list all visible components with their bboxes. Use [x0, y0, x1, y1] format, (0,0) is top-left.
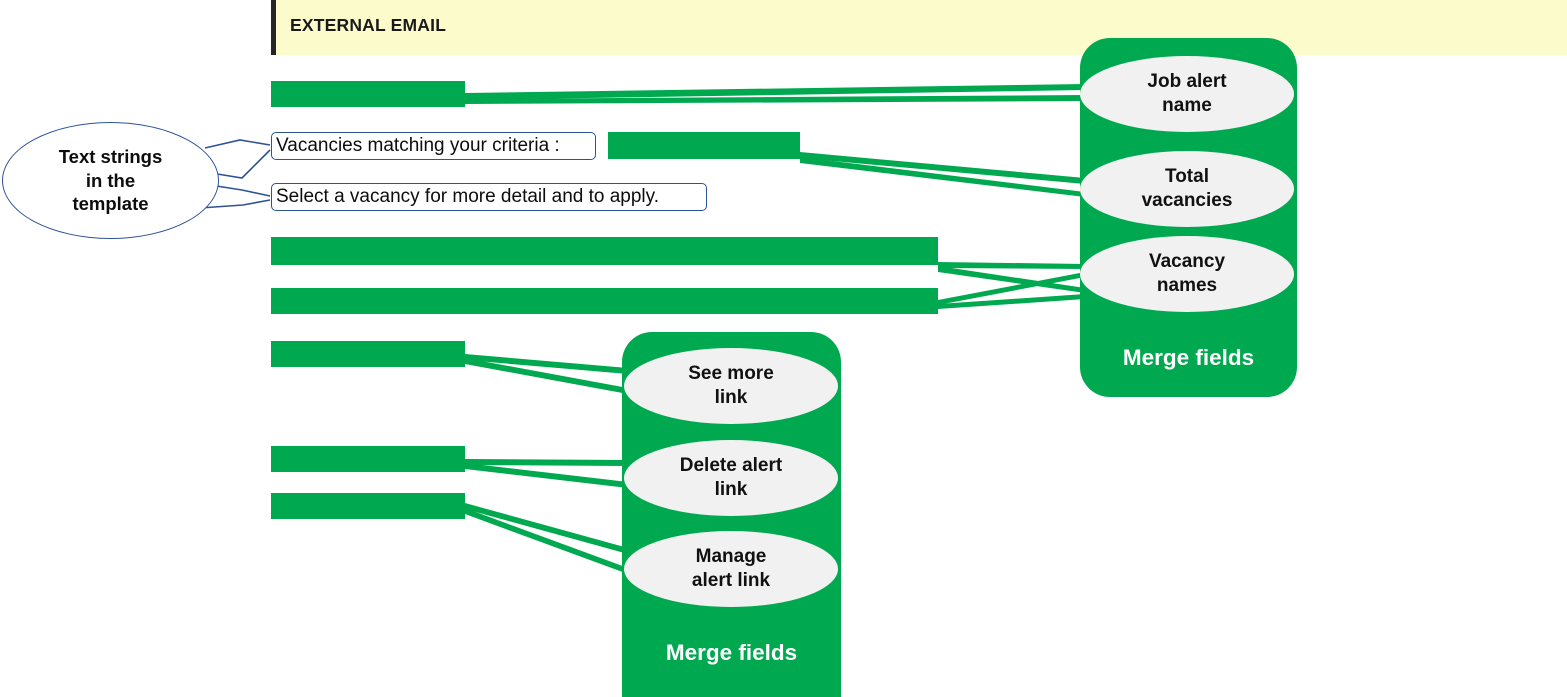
external-email-banner [271, 0, 1567, 55]
redacted-bar-job-alert-name [271, 81, 465, 107]
connector-see-more-link-b [465, 358, 628, 394]
connector-delete-alert-link [465, 459, 628, 466]
see-more-link-line-2: link [714, 387, 748, 408]
merge-field-vacancy-names-label: Vacancy names [1149, 250, 1225, 299]
manage-alert-link-line-1: Manage [695, 545, 767, 567]
redacted-bar-vacancy-name-1 [271, 237, 938, 265]
connector-delete-alert-link-b [465, 463, 628, 488]
callout-line-3: template [72, 193, 149, 215]
merge-fields-lower-title: Merge fields [665, 640, 798, 665]
job-alert-name-line-1: Job alert [1147, 70, 1227, 92]
total-vacancies-line-2: vacancies [1141, 190, 1233, 211]
merge-field-job-alert-name: Job alert name [1080, 56, 1294, 132]
text-string-box-select-vacancy: Select a vacancy for more detail and to … [271, 183, 707, 211]
merge-field-see-more-link-label: See more link [688, 362, 774, 411]
callout-line-1: Text strings [58, 145, 163, 167]
job-alert-name-line-2: name [1162, 95, 1212, 116]
merge-field-total-vacancies: Total vacancies [1080, 151, 1294, 227]
redacted-bar-total-vacancies [608, 132, 800, 159]
manage-alert-link-line-2: alert link [691, 570, 771, 591]
delete-alert-link-line-1: Delete alert [679, 454, 783, 476]
text-strings-callout: Text strings in the template [2, 122, 219, 239]
connector-job-alert-name [465, 84, 1085, 100]
merge-field-vacancy-names: Vacancy names [1080, 236, 1294, 312]
merge-field-job-alert-name-label: Job alert name [1147, 70, 1226, 119]
redacted-bar-vacancy-name-2 [271, 288, 938, 314]
connector-total-vacancies-b [800, 157, 1085, 197]
text-string-box-vacancies-criteria: Vacancies matching your criteria : [271, 132, 596, 160]
total-vacancies-line-1: Total [1165, 165, 1209, 187]
connector-manage-alert-link-b [465, 508, 628, 574]
merge-field-total-vacancies-label: Total vacancies [1142, 165, 1233, 214]
connector-vacancy-names-2 [938, 272, 1085, 305]
banner-accent-bar [271, 0, 276, 55]
redacted-bar-delete-alert-link [271, 446, 465, 472]
connector-vacancy-names-2b [938, 294, 1085, 309]
merge-field-delete-alert-link: Delete alert link [624, 440, 838, 516]
connector-see-more-link [465, 354, 628, 374]
delete-alert-link-line-2: link [714, 479, 748, 500]
see-more-link-line-1: See more [688, 362, 774, 384]
redacted-bar-manage-alert-link [271, 493, 465, 519]
merge-fields-upper-title: Merge fields [1122, 345, 1255, 370]
merge-field-see-more-link: See more link [624, 348, 838, 424]
connector-vacancy-names-1 [938, 262, 1085, 269]
text-strings-callout-label: Text strings in the template [59, 145, 162, 216]
external-email-label: EXTERNAL EMAIL [290, 15, 447, 35]
connector-vacancy-names-1b [938, 266, 1085, 293]
vacancy-names-line-2: names [1156, 275, 1218, 296]
connector-text-string-1 [204, 139, 271, 149]
merge-field-delete-alert-link-label: Delete alert link [680, 454, 782, 503]
merge-field-manage-alert-link-label: Manage alert link [692, 545, 770, 594]
callout-line-2: in the [85, 169, 136, 191]
redacted-bar-see-more-link [271, 341, 465, 367]
merge-field-manage-alert-link: Manage alert link [624, 531, 838, 607]
connector-manage-alert-link [465, 503, 628, 554]
connector-total-vacancies [800, 152, 1085, 184]
vacancy-names-line-1: Vacancy [1148, 250, 1226, 272]
connector-job-alert-name-b [465, 95, 1085, 104]
connector-text-string-2 [209, 184, 271, 197]
